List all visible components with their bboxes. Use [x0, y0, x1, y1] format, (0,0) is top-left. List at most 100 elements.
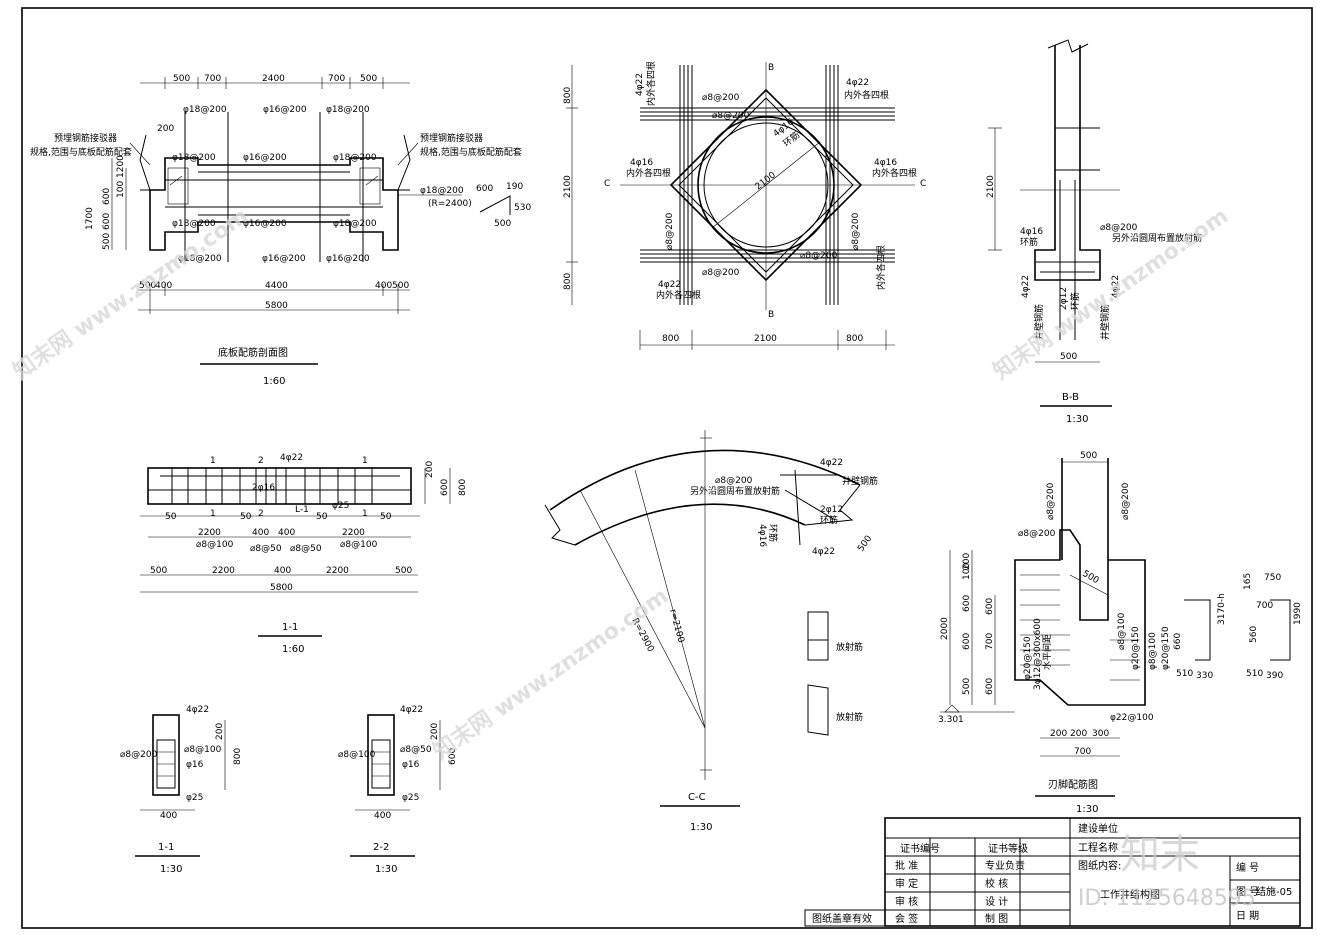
tb-cell-1: 证书编号	[900, 842, 940, 855]
watermark-text-2: 知末网 www.znzmo.com	[429, 583, 674, 765]
edge-title: 刃脚配筋图	[1048, 778, 1098, 791]
dim-top-2: 700	[204, 74, 221, 84]
edge-label-4: ⌀8@100	[1117, 612, 1127, 650]
plan-label-5: 4φ16	[630, 158, 653, 168]
edge-hook1-2: 660	[1173, 633, 1183, 650]
tb-right-8: 结施-05	[1256, 885, 1292, 898]
beam-mark-top-3: 4φ22	[280, 453, 303, 463]
beam-dim-r3-1: 500	[150, 566, 167, 576]
bar-bot-1: φ18@200	[178, 254, 222, 264]
edge-hook1-1: 3170-h	[1217, 593, 1227, 625]
beam-total: 5800	[270, 583, 293, 593]
beam-bar-1: ⌀8@100	[196, 540, 234, 550]
beam-sections-drawing: 4φ22 ⌀8@200 ⌀8@100 φ16 φ25 200 800 400 1…	[120, 705, 458, 875]
hook-2: 190	[506, 182, 523, 192]
edge-label-11: φ22@100	[1110, 713, 1154, 723]
watermark-text-1: 知末网 www.znzmo.com	[9, 203, 254, 385]
dim-left-6: 1200	[116, 155, 126, 178]
bar-right: φ18@200	[420, 186, 464, 196]
cc-label-8: 环筋	[767, 524, 779, 542]
cutting-edge-drawing: 500 500 ⌀8@200 ⌀8@200 ⌀8@200 ⌀8@100 φ20@…	[938, 451, 1303, 815]
edge-elev: 3.301	[938, 715, 964, 725]
plan-label-3: 4φ22	[846, 78, 869, 88]
bb-label-2: 环筋	[1020, 236, 1038, 248]
bar-top-1: φ18@200	[183, 105, 227, 115]
sheet-border	[21, 7, 1313, 929]
dim-total: 5800	[265, 301, 288, 311]
edge-dim-left-4: 600	[962, 633, 972, 650]
beam-dim-right-2: 600	[440, 479, 450, 496]
edge-dim-left-5: 500	[962, 678, 972, 695]
sec2-label-3: ⌀8@50	[400, 745, 432, 755]
beam-dim-r3-5: 500	[395, 566, 412, 576]
edge-label-3: ⌀8@200	[1018, 529, 1056, 539]
tb-cell-10: 制 图	[985, 912, 1008, 925]
edge-hook2-4: 1990	[1293, 602, 1303, 625]
cc-radial-1: 放射筋	[836, 641, 863, 653]
slab-scale: 1:60	[263, 376, 285, 387]
beam-dim-right-3: 800	[458, 479, 468, 496]
tb-cell-3: 批 准	[895, 859, 918, 872]
bb-label-5: 4φ22	[1021, 275, 1031, 298]
dim-top-1: 500	[173, 74, 190, 84]
beam-dim-r1-4: 50	[380, 512, 392, 522]
beam-elevation-drawing: 1 2 4φ22 1 1 2φ16 2 1 φ25 L-1 200 600 80…	[140, 453, 468, 655]
sec2-label-5: φ25	[402, 793, 419, 803]
tb-right-2: 工程名称	[1078, 841, 1118, 854]
edge-dim-left2-3: 600	[985, 678, 995, 695]
beam-mark-top-4: 1	[362, 456, 368, 466]
bb-label-3: ⌀8@200	[1100, 223, 1138, 233]
cc-label-4: 井壁钢筋	[842, 475, 878, 487]
tb-stamp: 图纸盖章有效	[812, 912, 872, 925]
cc-label-7: 4φ16	[757, 524, 767, 547]
plan-dim-bot-2: 2100	[754, 334, 777, 344]
tb-cell-7: 审 核	[895, 895, 918, 908]
dim-top-5: 500	[360, 74, 377, 84]
title-block: 证书编号 证书等级 批 准 专业负责 审 定 校 核 审 核 设 计 会 签 制…	[804, 817, 1301, 927]
edge-hook2-7: 390	[1266, 671, 1283, 681]
cc-label-3: 4φ22	[820, 458, 843, 468]
plan-label-15: ⌀8@200	[712, 111, 750, 121]
beam-mark-mid-4: 1	[362, 509, 368, 519]
beam-title: 1-1	[282, 622, 298, 633]
edge-dim-left2-2: 700	[985, 633, 995, 650]
tb-cell-9: 会 签	[895, 912, 918, 925]
beam-dim-r3-4: 2200	[326, 566, 349, 576]
sec2-title: 2-2	[373, 842, 389, 853]
cc-label-1: ⌀8@200	[715, 476, 753, 486]
beam-dim-r2-3: 400	[278, 528, 295, 538]
edge-dim-left-2: 100	[962, 563, 972, 580]
dim-top-3: 2400	[262, 74, 285, 84]
bar-low-1: φ18@200	[172, 219, 216, 229]
plan-label-2: 内外各四根	[645, 61, 657, 106]
plan-dim-left-2: 2100	[563, 175, 573, 198]
dim-bot-5: 500	[392, 281, 409, 291]
dim-left-4: 600	[102, 188, 112, 205]
tb-right-1: 建设单位	[1078, 822, 1118, 835]
plan-label-8: 内外各四根	[872, 167, 917, 179]
plan-dim-bot-1: 800	[662, 334, 679, 344]
cc-label-5: 2φ12	[820, 505, 843, 515]
bar-mid-3: φ18@200	[333, 153, 377, 163]
edge-dim-bot-2: 200	[1070, 729, 1087, 739]
plan-label-11: ⌀8@200	[702, 93, 740, 103]
dim-left-5: 100	[116, 181, 126, 198]
edge-label-2: ⌀8@200	[1121, 482, 1131, 520]
edge-dim-left-3: 600	[962, 595, 972, 612]
tb-cell-2: 证书等级	[988, 842, 1028, 855]
dim-bot-4: 400	[375, 281, 392, 291]
tb-cell-5: 审 定	[895, 877, 918, 890]
beam-name: L-1	[295, 505, 309, 515]
note-right-1: 预埋钢筋接驳器	[420, 132, 483, 144]
plan-label-17: 4φ22	[658, 280, 681, 290]
plan-b-bottom: B	[768, 310, 774, 320]
sec1-label-1: 4φ22	[186, 705, 209, 715]
opening-plan-drawing: 2100 B B C C 4φ22 内外各四根 4φ22 内外各四根 4φ16 …	[563, 61, 926, 350]
plan-c-left: C	[604, 179, 610, 189]
plan-label-4: 内外各四根	[844, 89, 889, 101]
edge-label-1: ⌀8@200	[1046, 482, 1056, 520]
sec1-scale: 1:30	[160, 864, 182, 875]
plan-label-6: 内外各四根	[626, 167, 671, 179]
sec1-label-5: φ25	[186, 793, 203, 803]
beam-mark-top-1: 1	[210, 456, 216, 466]
